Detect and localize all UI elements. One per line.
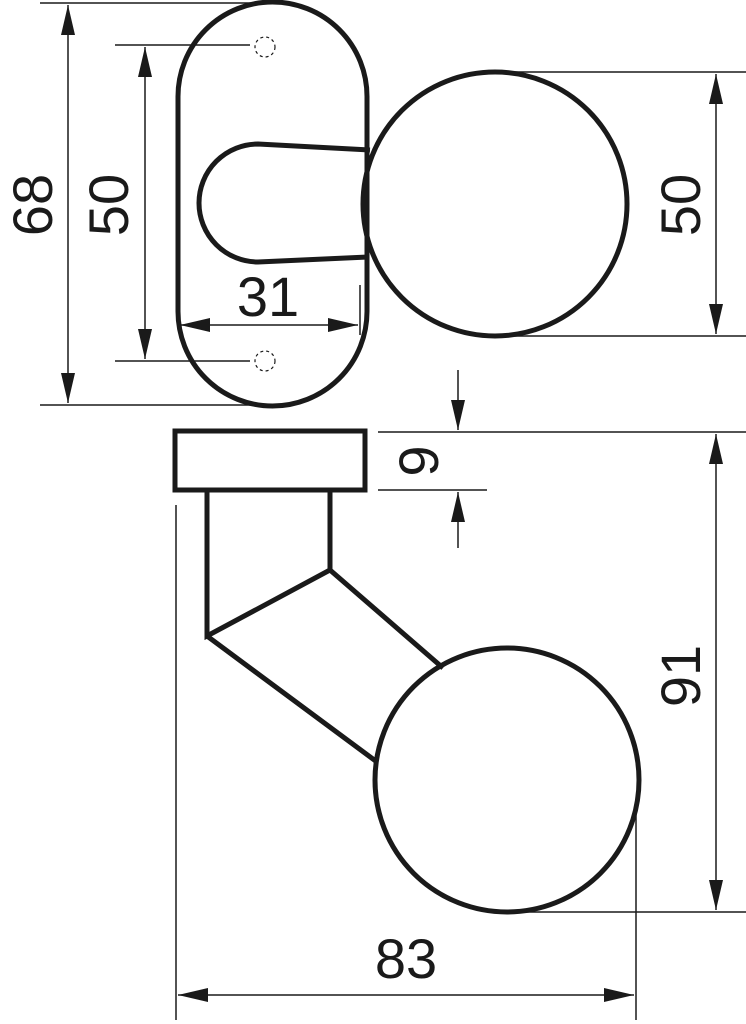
escutcheon-plate [175,0,370,409]
dimension-9: 9 [378,370,746,548]
side-view [172,428,642,915]
dimension-50-screws: 50 [77,44,250,362]
dimension-91-label: 91 [649,645,712,707]
dimension-9-label: 9 [387,445,450,476]
dimension-68: 68 [1,2,272,406]
dimension-31-label: 31 [237,265,299,328]
dimension-83: 83 [175,505,637,1020]
screw-hole-top [254,36,276,58]
handle-arm [205,568,445,765]
handle-shank [204,490,333,641]
dimension-91: 91 [510,434,746,913]
dimension-83-label: 83 [375,927,437,990]
front-view [175,0,630,409]
knob-side [372,645,642,915]
dimension-31: 31 [180,265,361,335]
dimension-68-label: 68 [1,174,64,236]
rosette [172,428,368,493]
knob-front [360,69,630,339]
dimension-50-knob-label: 50 [649,174,712,236]
handle-neck [196,141,371,265]
dimension-50-knob: 50 [495,71,746,337]
screw-hole-bottom [254,350,276,372]
dimension-50-screws-label: 50 [77,174,140,236]
